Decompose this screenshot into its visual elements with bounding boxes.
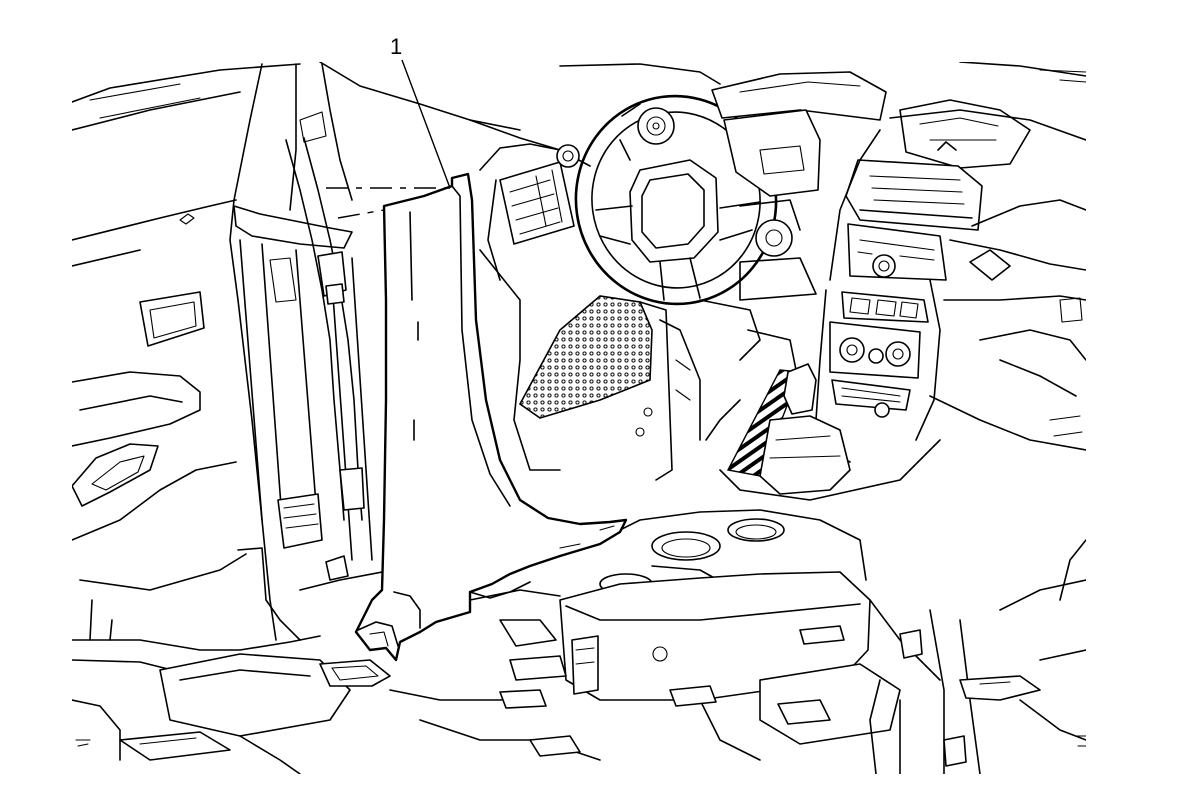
instrument-cluster — [619, 71, 887, 197]
center-console — [559, 509, 871, 761]
b-pillar-lower-trim-panel — [354, 172, 628, 662]
steering-wheel — [574, 94, 778, 306]
b-pillar-structure — [229, 63, 393, 641]
callout-1: 1 — [390, 34, 451, 189]
front-door-panel — [469, 119, 591, 471]
headliner — [72, 62, 1086, 131]
callout-leader-line — [401, 59, 451, 189]
floor-mat-mesh — [518, 295, 701, 481]
vehicle-interior-background — [72, 62, 1086, 774]
gear-shifter — [705, 363, 941, 501]
right-rear-floor — [669, 539, 1086, 774]
rear-floor — [72, 589, 601, 774]
rear-door-panel — [72, 199, 247, 591]
passenger-dash — [889, 109, 1086, 451]
center-stack — [815, 99, 1031, 463]
callout-number: 1 — [390, 34, 402, 59]
installation-guide-lines — [326, 187, 452, 219]
